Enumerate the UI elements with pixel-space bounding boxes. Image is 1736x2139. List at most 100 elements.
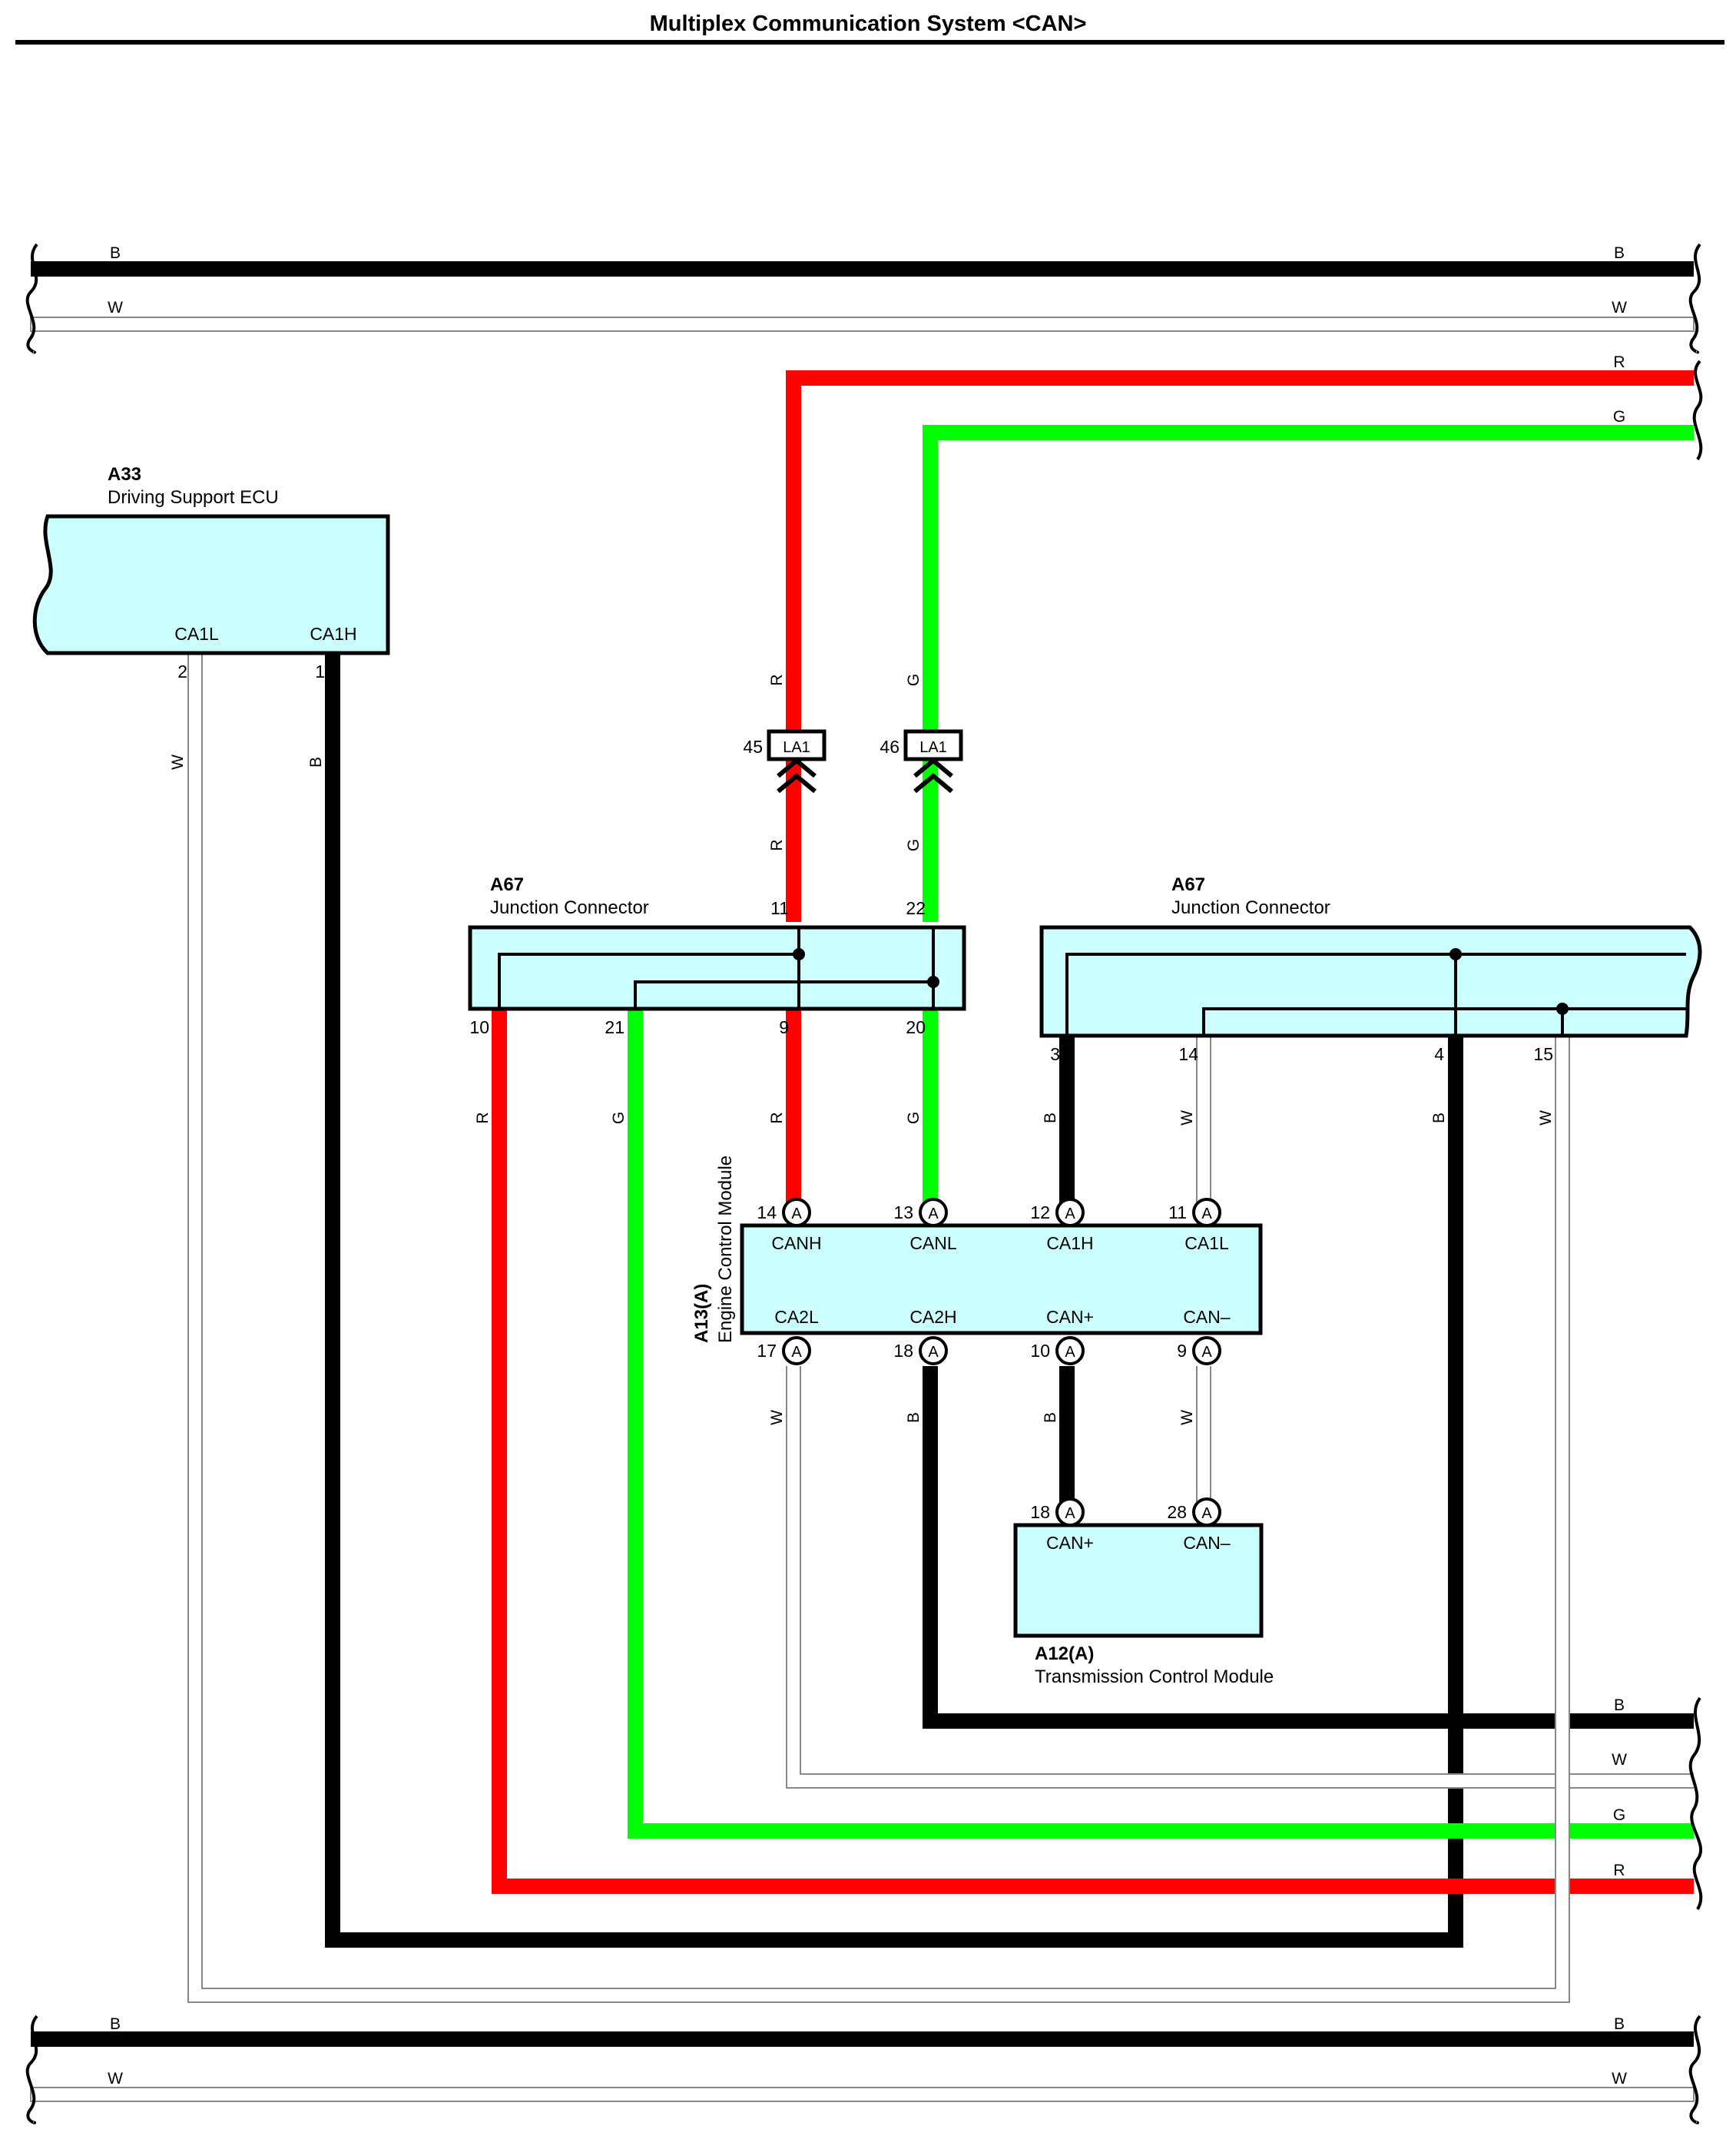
svg-text:W: W [1612, 1751, 1627, 1769]
a13-pin-11: 11 [1168, 1202, 1187, 1222]
svg-text:A: A [1201, 1505, 1212, 1522]
svg-text:G: G [905, 674, 923, 686]
svg-text:R: R [1613, 353, 1625, 371]
a12-pin-circle-28 [1192, 1497, 1221, 1527]
top-bus-green-wire [923, 425, 1694, 922]
a67-right-box [1039, 925, 1702, 1038]
a67-left-box [468, 925, 966, 1011]
a67l-red-wire [492, 1008, 1694, 1894]
la1-arrow-45 [777, 758, 817, 794]
a12-pin-18: 18 [1030, 1502, 1050, 1522]
a67-left-code: A67 [490, 874, 524, 895]
svg-text:W: W [1612, 299, 1627, 317]
svg-text:G: G [1613, 1806, 1625, 1824]
a13-pin-13: 13 [893, 1202, 913, 1222]
svg-text:A: A [791, 1344, 802, 1361]
a33-pin-1: 1 [315, 662, 325, 681]
svg-text:A: A [1065, 1344, 1075, 1361]
a12-terminal-canplus: CAN+ [1046, 1533, 1094, 1553]
svg-text:G: G [610, 1112, 628, 1124]
bottom-bus-white-wire [30, 2087, 1695, 2102]
svg-text:R: R [768, 1112, 786, 1123]
svg-text:W: W [768, 1410, 786, 1425]
a13-top-pin-circles [782, 1198, 1221, 1365]
svg-text:A: A [928, 1344, 939, 1361]
svg-text:W: W [1178, 1410, 1196, 1425]
svg-text:B: B [1614, 1696, 1625, 1714]
svg-text:A: A [928, 1205, 939, 1222]
a13-pin-10: 10 [1030, 1341, 1050, 1361]
svg-text:G: G [1613, 408, 1625, 426]
svg-text:A: A [1201, 1344, 1212, 1361]
svg-text:B: B [1042, 1113, 1059, 1123]
a33-terminal-ca1h: CA1H [310, 624, 356, 644]
a13-terminal-canplus: CAN+ [1046, 1307, 1094, 1327]
svg-text:G: G [905, 1112, 923, 1124]
a67-right-pin-15: 15 [1533, 1044, 1553, 1064]
a12-box [1013, 1523, 1264, 1638]
svg-text:G: G [905, 839, 923, 851]
a12-name: Transmission Control Module [1035, 1666, 1274, 1687]
la1-box-45 [767, 729, 827, 761]
a33-box [32, 514, 390, 655]
a13-pin-14: 14 [757, 1202, 777, 1222]
a67-junction-connector-right: A67 Junction Connector 3 14 4 15 [1039, 874, 1702, 1064]
a13-pin-12: 12 [1030, 1202, 1050, 1222]
a67l-green-wire [628, 1008, 1694, 1839]
svg-text:A: A [791, 1205, 802, 1222]
svg-text:W: W [169, 754, 187, 770]
svg-text:A: A [1065, 1505, 1075, 1522]
vertical-wire-labels: W B R G R G R G R G B W B W W B B W [169, 674, 1555, 1425]
a13-pin-18: 18 [893, 1341, 913, 1361]
svg-text:R: R [1613, 1862, 1625, 1879]
a12-terminal-canminus: CAN– [1183, 1533, 1231, 1553]
a13-box [740, 1223, 1263, 1335]
a33-terminal-ca1l: CA1L [174, 624, 219, 644]
svg-text:B: B [110, 2015, 121, 2033]
bottom-bus [30, 2031, 1695, 2102]
a67-left-pin-21: 21 [605, 1017, 624, 1037]
a13-pin-9: 9 [1177, 1341, 1187, 1361]
a13-terminal-canh: CANH [771, 1233, 821, 1253]
a67-left-pin-9: 9 [779, 1017, 789, 1037]
svg-text:B: B [1614, 244, 1625, 262]
bus-breaks [25, 243, 1703, 2124]
a67-right-name: Junction Connector [1171, 897, 1330, 918]
a13-terminal-ca2h: CA2H [909, 1307, 956, 1327]
svg-text:R: R [474, 1112, 492, 1123]
a33-black-wire [325, 653, 1463, 1948]
a12-pin-28: 28 [1167, 1502, 1187, 1522]
la1-pin-45: 45 [743, 737, 763, 757]
svg-text:B: B [307, 757, 325, 768]
svg-text:A: A [1201, 1205, 1212, 1222]
top-bus-white-wire [30, 317, 1695, 332]
a13-terminal-canminus: CAN– [1183, 1307, 1231, 1327]
a13-terminal-ca1l: CA1L [1184, 1233, 1229, 1253]
a13-pin-letters: A A A A A A A A [791, 1205, 1212, 1361]
a67-left-pin-10: 10 [469, 1017, 489, 1037]
page-title: Multiplex Communication System <CAN> [650, 12, 1087, 36]
a67-right-pin-14: 14 [1178, 1044, 1198, 1064]
a13-ca2h-black-wire [923, 1366, 1694, 1729]
a67-left-name: Junction Connector [490, 897, 649, 918]
a13-terminal-ca1h: CA1H [1046, 1233, 1093, 1253]
la1-connectors: LA1 45 LA1 46 [743, 729, 963, 794]
la1-pin-46: 46 [880, 737, 899, 757]
a13-ca2l-white-wire [787, 1366, 1694, 1787]
svg-text:B: B [1430, 1113, 1448, 1123]
a67-junction-connector-left: A67 Junction Connector 11 22 10 21 9 20 [468, 874, 966, 1037]
a13-name: Engine Control Module [715, 1156, 736, 1343]
a33-name: Driving Support ECU [108, 487, 279, 508]
a13-pin-17: 17 [757, 1341, 777, 1361]
a13-terminal-canl: CANL [909, 1233, 957, 1253]
bus-wire-labels: B B W W R G B W G R B B W W [108, 244, 1627, 2088]
la1-arrow-46 [913, 758, 953, 794]
svg-text:R: R [768, 674, 786, 685]
a67-left-pin-22: 22 [906, 898, 926, 918]
svg-text:W: W [108, 299, 123, 317]
svg-text:B: B [1614, 2015, 1625, 2033]
svg-text:B: B [905, 1412, 923, 1423]
a33-pin-2: 2 [177, 662, 187, 681]
svg-text:R: R [768, 839, 786, 851]
